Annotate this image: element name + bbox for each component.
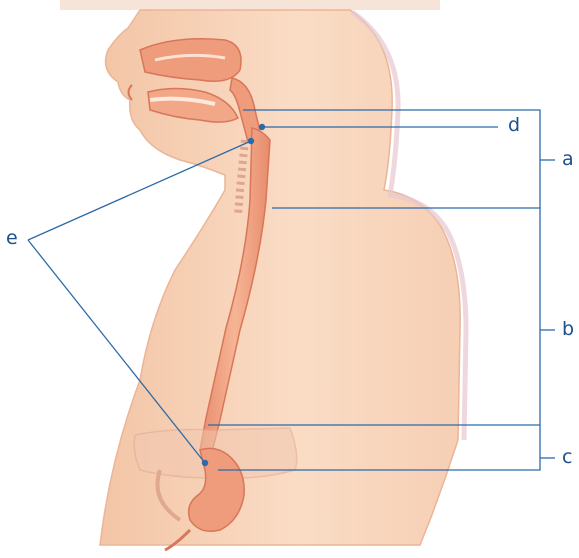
dot-e-upper	[248, 138, 254, 144]
label-a: a	[562, 150, 574, 169]
label-b: b	[562, 320, 574, 339]
label-e: e	[6, 229, 18, 248]
dot-e-lower	[202, 460, 208, 466]
dot-d	[259, 124, 265, 130]
label-d: d	[508, 116, 520, 135]
label-c: c	[562, 448, 572, 467]
top-strip	[60, 0, 440, 10]
